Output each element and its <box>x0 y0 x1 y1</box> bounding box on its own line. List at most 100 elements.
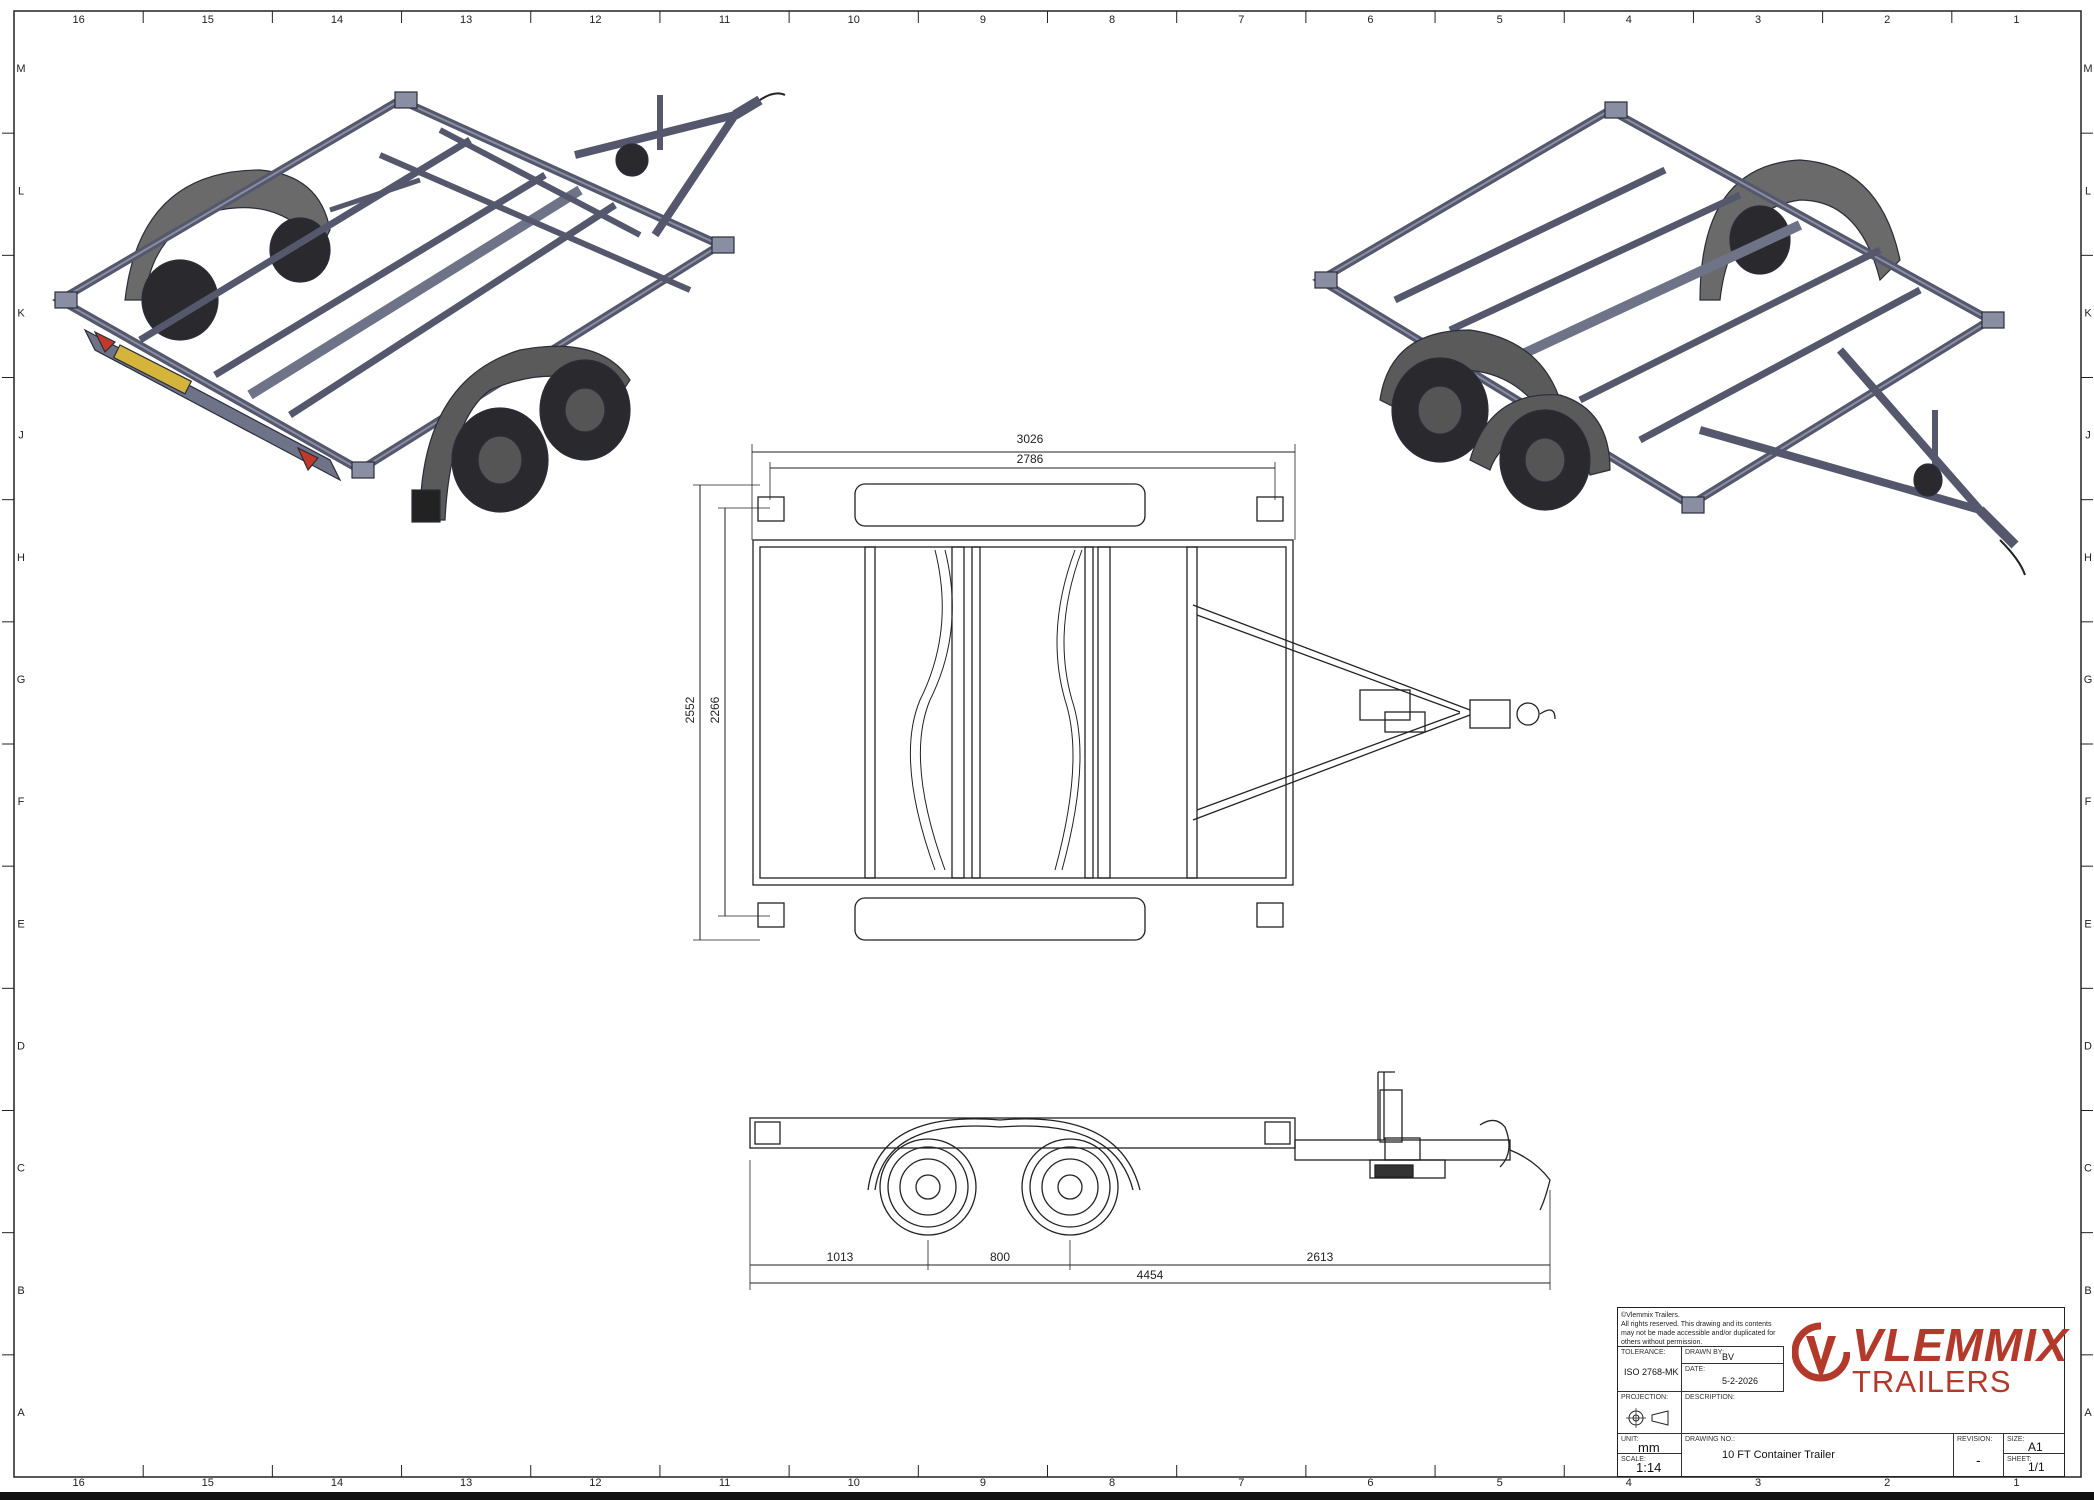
logo-wordmark: VLEMMIX <box>1852 1319 2069 1371</box>
zone-column-label: 4 <box>1626 1477 1632 1489</box>
zone-column-label: 9 <box>980 14 986 26</box>
logo-subtitle: TRAILERS <box>1852 1364 2012 1399</box>
zone-column-label: 6 <box>1367 1477 1373 1489</box>
zone-row-label: H <box>17 552 25 564</box>
zone-column-label: 5 <box>1497 1477 1503 1489</box>
sheet-label: SHEET: <box>2007 1456 2032 1463</box>
drawing-number-cell: DRAWING NO.: 10 FT Container Trailer <box>1682 1434 1954 1476</box>
isometric-view-rear-right <box>1312 101 2026 576</box>
zone-row-label: K <box>17 307 25 319</box>
drawn-by-label: DRAWN BY: <box>1685 1349 1725 1356</box>
zone-row-label: J <box>18 430 24 442</box>
zone-column-label: 11 <box>719 1477 730 1489</box>
zone-column-label: 3 <box>1755 14 1761 26</box>
unit-value: mm <box>1638 1440 1660 1455</box>
drawing-number-label: DRAWING NO.: <box>1685 1436 1735 1443</box>
column-labels: 1616151514141313121211111010998877665544… <box>72 11 2019 1489</box>
drawing-title: 10 FT Container Trailer <box>1722 1449 1835 1461</box>
scale-label: SCALE: <box>1621 1456 1646 1463</box>
unit-cell: UNIT: mm <box>1618 1434 1682 1455</box>
dim-top-height-outer: 2552 <box>683 696 697 723</box>
zone-row-label: J <box>2085 430 2091 442</box>
zone-row-label: F <box>2085 796 2092 808</box>
description-label: DESCRIPTION: <box>1685 1394 1735 1401</box>
dim-side-rear: 2613 <box>1307 1250 1334 1264</box>
zone-row-label: L <box>18 185 24 197</box>
zone-column-label: 10 <box>848 14 860 26</box>
bottom-edge-band <box>0 1492 2094 1500</box>
zone-row-label: D <box>17 1040 25 1052</box>
zone-row-label: B <box>17 1285 24 1297</box>
drawn-by-value: BV <box>1722 1352 1735 1362</box>
zone-row-label: F <box>18 796 25 808</box>
zone-column-label: 4 <box>1626 14 1632 26</box>
zone-column-label: 12 <box>589 14 601 26</box>
date-value: 5-2-2026 <box>1722 1376 1759 1386</box>
zone-column-label: 11 <box>719 14 730 26</box>
zone-row-label: M <box>2083 63 2092 75</box>
projection-cell: PROJECTION: <box>1618 1392 1682 1434</box>
zone-column-label: 2 <box>1884 14 1890 26</box>
zone-column-label: 9 <box>980 1477 986 1489</box>
revision-label: REVISION: <box>1957 1436 1993 1443</box>
zone-column-label: 13 <box>460 14 472 26</box>
date-cell: DATE: 5-2-2026 <box>1682 1364 1784 1392</box>
zone-row-label: D <box>2084 1040 2092 1052</box>
zone-row-label: C <box>17 1163 25 1175</box>
sheet-value: 1/1 <box>2028 1460 2045 1474</box>
top-view <box>693 444 1556 941</box>
drawn-by-cell: DRAWN BY: BV <box>1682 1346 1784 1364</box>
zone-column-label: 8 <box>1109 1477 1115 1489</box>
zone-column-label: 7 <box>1238 14 1244 26</box>
dim-side-axle: 800 <box>990 1250 1010 1264</box>
zone-row-label: G <box>2084 674 2093 686</box>
tolerance-cell: TOLERANCE: ISO 2768-MK <box>1618 1346 1682 1392</box>
size-cell: SIZE: A1 <box>2004 1434 2064 1454</box>
zone-row-label: L <box>2085 185 2091 197</box>
date-label: DATE: <box>1685 1366 1706 1373</box>
zone-row-label: M <box>16 63 25 75</box>
zone-column-label: 16 <box>72 14 84 26</box>
zone-row-label: A <box>2084 1407 2092 1419</box>
zone-column-label: 14 <box>331 1477 343 1489</box>
copyright-notice: ©Vlemmix Trailers. All rights reserved. … <box>1621 1312 1776 1346</box>
zone-column-label: 6 <box>1367 14 1373 26</box>
zone-column-label: 1 <box>2013 1477 2019 1489</box>
unit-label: UNIT: <box>1621 1436 1639 1443</box>
zone-row-label: E <box>17 918 24 930</box>
size-label: SIZE: <box>2007 1436 2025 1443</box>
zone-column-label: 16 <box>72 1477 84 1489</box>
revision-cell: REVISION: - <box>1954 1434 2004 1476</box>
zone-column-label: 13 <box>460 1477 472 1489</box>
company-logo: VLEMMIX TRAILERS <box>1784 1308 2068 1416</box>
dim-side-overall: 4454 <box>1137 1268 1164 1282</box>
tolerance-label: TOLERANCE: <box>1621 1349 1666 1356</box>
zone-column-label: 14 <box>331 14 343 26</box>
zone-row-label: B <box>2084 1285 2091 1297</box>
dim-top-inner: 2786 <box>1017 452 1044 466</box>
zone-column-label: 7 <box>1238 1477 1244 1489</box>
zone-row-label: H <box>2084 552 2092 564</box>
zone-column-label: 12 <box>589 1477 601 1489</box>
zone-row-label: K <box>2084 307 2092 319</box>
scale-value: 1:14 <box>1636 1460 1662 1475</box>
revision-value: - <box>1976 1452 1981 1468</box>
zone-column-label: 15 <box>202 1477 214 1489</box>
zone-column-label: 1 <box>2013 14 2019 26</box>
dim-top-overall: 3026 <box>1017 432 1044 446</box>
zone-column-label: 5 <box>1497 14 1503 26</box>
description-cell: DESCRIPTION: <box>1682 1392 2064 1434</box>
sheet-cell: SHEET: 1/1 <box>2004 1454 2064 1476</box>
zone-column-label: 8 <box>1109 14 1115 26</box>
zone-column-label: 2 <box>1884 1477 1890 1489</box>
zone-row-label: C <box>2084 1163 2092 1175</box>
zone-column-label: 10 <box>848 1477 860 1489</box>
dim-top-height-inner: 2266 <box>708 696 722 723</box>
tolerance-value: ISO 2768-MK <box>1624 1367 1679 1377</box>
zone-row-label: E <box>2084 918 2091 930</box>
scale-cell: SCALE: 1:14 <box>1618 1454 1682 1476</box>
zone-row-label: G <box>17 674 26 686</box>
third-angle-projection-icon <box>1626 1408 1669 1428</box>
